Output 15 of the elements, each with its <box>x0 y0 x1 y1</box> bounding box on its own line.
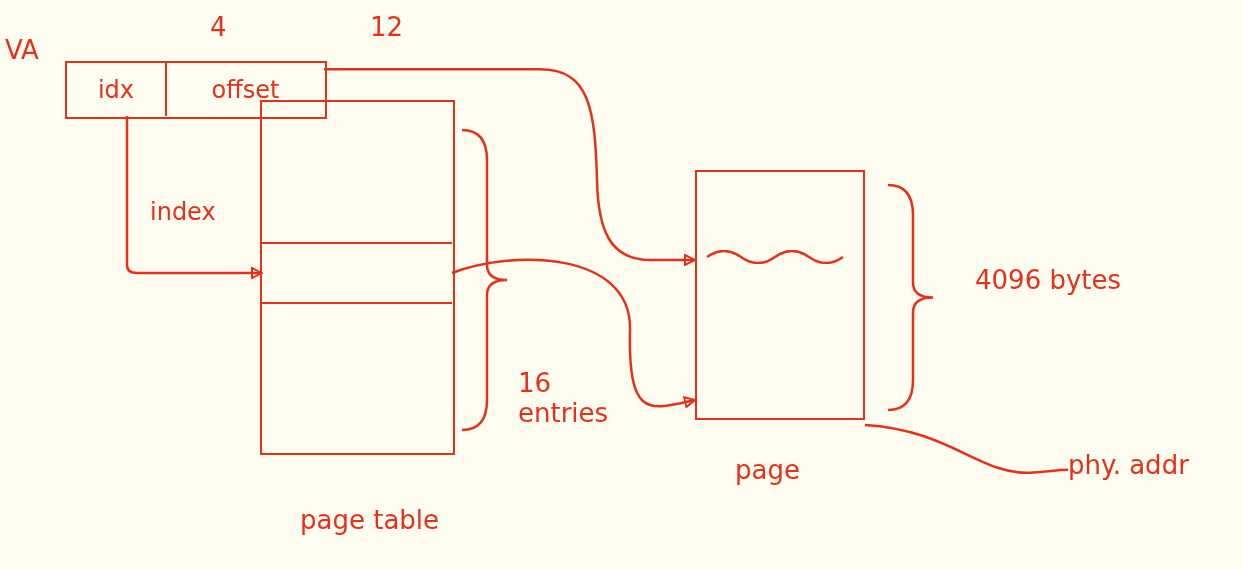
size-note: 16 entries <box>518 368 610 428</box>
register-label: VA <box>5 35 39 65</box>
arrow <box>451 258 696 409</box>
field-cell: offset <box>167 63 324 116</box>
bit-width: 4 <box>210 12 227 42</box>
field-cell: idx <box>67 63 167 116</box>
address-text: phy. addr <box>1068 450 1228 486</box>
size-note: 4096 bytes <box>975 265 1122 295</box>
box-title: page table <box>300 505 440 535</box>
box-title: page <box>735 455 800 485</box>
arrow <box>324 68 696 266</box>
table-entry-row <box>262 242 452 304</box>
arrow <box>125 116 263 279</box>
leader-line <box>864 423 1068 475</box>
bit-width: 12 <box>370 12 404 42</box>
